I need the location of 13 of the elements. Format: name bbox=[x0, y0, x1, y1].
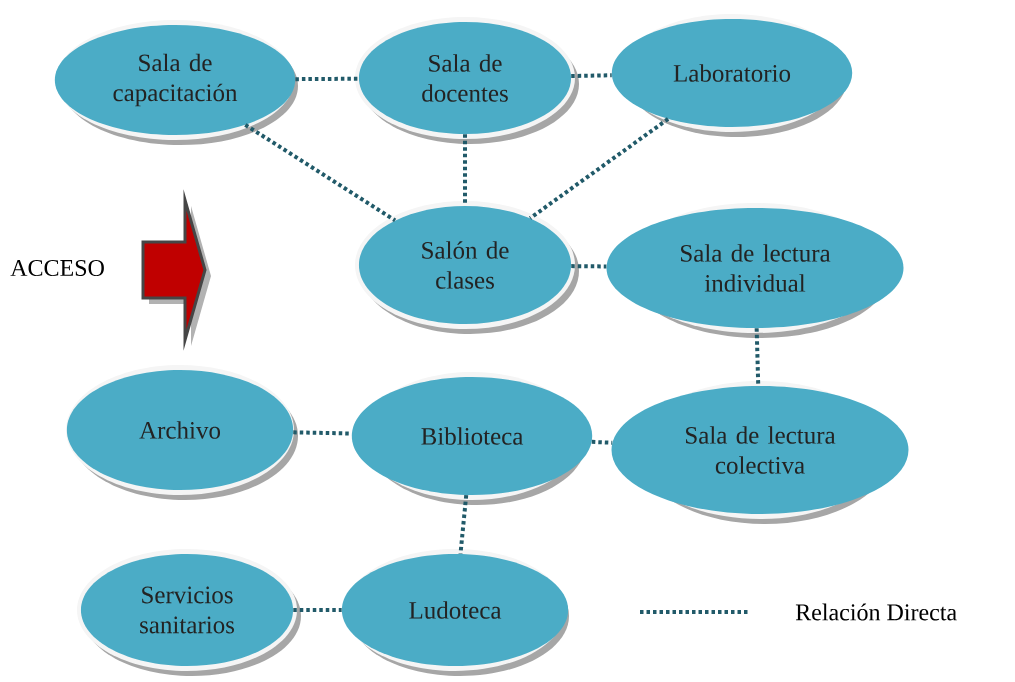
dotted-connector bbox=[528, 117, 670, 220]
dotted-connector bbox=[458, 494, 469, 555]
dotted-connector bbox=[571, 73, 612, 78]
dotted-connector bbox=[754, 328, 761, 386]
legend-label: Relación Directa bbox=[795, 603, 957, 621]
dotted-connector bbox=[293, 430, 352, 436]
entrance-label: ACCESO bbox=[10, 259, 104, 277]
dotted-connector bbox=[571, 264, 607, 269]
dotted-connector bbox=[295, 76, 359, 82]
dotted-connector bbox=[244, 123, 397, 223]
dotted-connector bbox=[591, 439, 613, 445]
dotted-connector bbox=[293, 608, 342, 612]
dotted-connector bbox=[463, 134, 467, 206]
